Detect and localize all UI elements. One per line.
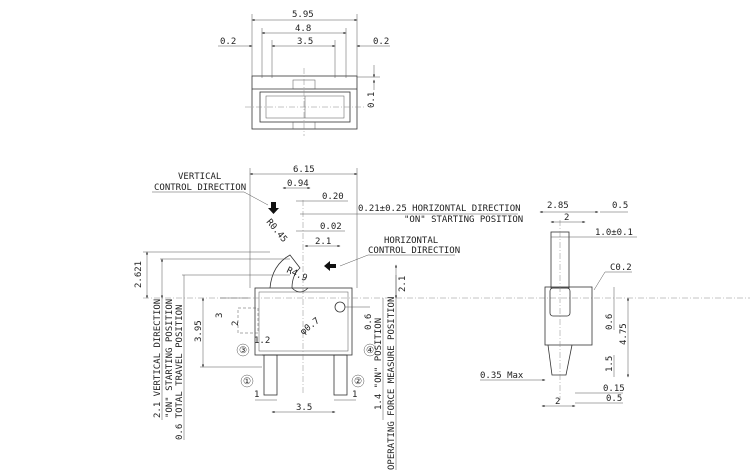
dim-2-1-right: 2.1 — [398, 276, 408, 292]
dim-1-left: 1 — [254, 390, 259, 400]
dim-2-621: 2.621 — [134, 261, 144, 288]
dim-0-5-top: 0.5 — [612, 201, 628, 211]
dim-0-02: 0.02 — [320, 222, 342, 232]
dim-4-8: 4.8 — [295, 24, 311, 34]
dim-1-2: 1.2 — [254, 336, 270, 346]
horizontal-control-label-1: HORIZONTAL — [384, 236, 438, 246]
vertical-control-label-1: VERTICAL — [178, 172, 221, 182]
dim-0-20: 0.20 — [322, 192, 344, 202]
vertical-on-label-1: 2.1 VERTICAL DIRECTION — [153, 299, 163, 418]
dim-0-5-bottom: 0.5 — [606, 394, 622, 404]
dim-6-15: 6.15 — [293, 165, 315, 175]
dim-0-1: 0.1 — [367, 92, 377, 108]
pin-1-label: ① — [243, 377, 251, 387]
total-travel-label: 0.6 TOTAL TRAVEL POSITION — [175, 305, 185, 440]
dim-0-35-max: 0.35 Max — [480, 371, 524, 381]
dim-1-5: 1.5 — [605, 356, 615, 372]
dim-5-95: 5.95 — [292, 10, 314, 20]
vertical-control-label-2: CONTROL DIRECTION — [154, 183, 246, 193]
dim-0-94: 0.94 — [287, 179, 309, 189]
vertical-arrow-icon — [268, 202, 279, 214]
horizontal-arrow-icon — [324, 261, 336, 271]
vertical-on-label-2: "ON" STARTING POSITION — [165, 299, 175, 418]
dim-0-15: 0.15 — [603, 384, 625, 394]
pin-2-label: ② — [354, 377, 362, 387]
dim-3: 3 — [215, 313, 225, 318]
front-view: 6.15 0.94 0.20 0.21±0.25 HORIZONTAL DIRE… — [134, 165, 750, 470]
dim-4-75: 4.75 — [619, 323, 629, 345]
hole-diameter: φ0.7 — [299, 316, 322, 337]
dim-0-2-right: 0.2 — [373, 37, 389, 47]
dim-3-5-pitch: 3.5 — [296, 403, 312, 413]
chamfer-c0-2: C0.2 — [610, 263, 632, 273]
dim-0-6: 0.6 — [364, 314, 374, 330]
side-view: 2.85 0.5 2 1.0±0.1 C0.2 0.6 4.75 1.5 0.3… — [480, 201, 637, 407]
force-position-label: OPERATING FORCE MEASURE POSITION — [387, 297, 397, 470]
horizontal-control-label-2: CONTROL DIRECTION — [368, 246, 460, 256]
dim-1-right: 1 — [352, 390, 357, 400]
pin-3-label: ③ — [239, 346, 247, 356]
dim-2-top: 2 — [564, 213, 569, 223]
radius-0-45: R0.45 — [264, 218, 289, 245]
dim-2: 2 — [231, 321, 241, 326]
on-position-label: 1.4 "ON" POSITION — [374, 318, 384, 410]
pin-4-label: ④ — [366, 346, 374, 356]
horizontal-on-label: 0.21±0.25 HORIZONTAL DIRECTION — [358, 204, 521, 214]
dim-3-5: 3.5 — [297, 37, 313, 47]
dim-0-6-side: 0.6 — [605, 314, 615, 330]
dim-2-85: 2.85 — [547, 201, 569, 211]
dim-0-2-left: 0.2 — [220, 37, 236, 47]
horizontal-on-label-2: "ON" STARTING POSITION — [404, 215, 523, 225]
dim-1-0: 1.0±0.1 — [595, 228, 633, 238]
dim-2-bottom: 2 — [555, 397, 560, 407]
top-view: 5.95 4.8 3.5 0.2 0.2 0.1 — [218, 10, 390, 136]
dim-2-1: 2.1 — [315, 237, 331, 247]
dim-3-95: 3.95 — [194, 320, 204, 342]
